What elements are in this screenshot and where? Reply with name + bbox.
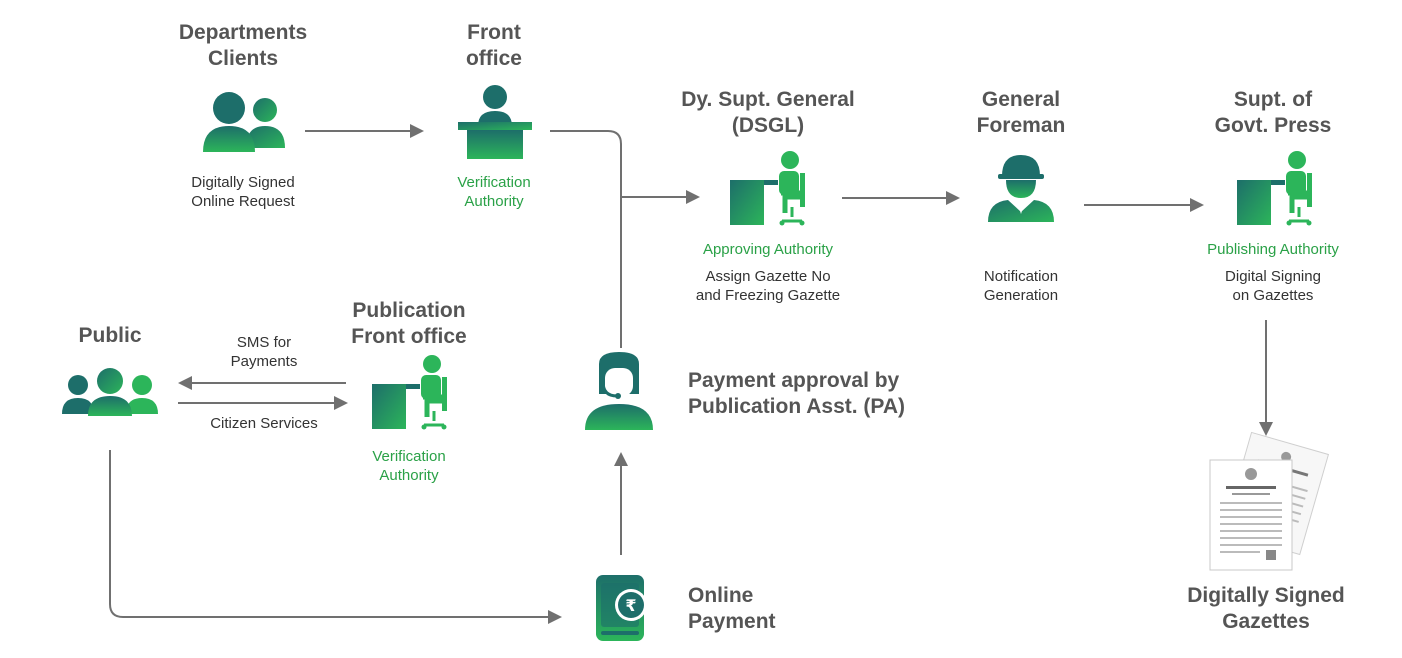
- engineer-icon: [988, 155, 1054, 222]
- foreman-description: Notification Generation: [983, 268, 1059, 304]
- publication-front-office-role: Verification Authority: [372, 448, 446, 484]
- users-icon: [203, 92, 285, 152]
- arrow-supt-to-gazettes: [1259, 320, 1273, 436]
- dsgl-title: Dy. Supt. General (DSGL): [681, 88, 855, 137]
- dsgl-role: Approving Authority: [702, 241, 834, 258]
- arrow-online-payment-to-approval: [614, 452, 628, 555]
- payment-approval-title: Payment approval by Publication Asst. (P…: [688, 369, 906, 418]
- front-office-title: Front office: [465, 21, 522, 70]
- rupee-wallet-icon: ₹: [596, 575, 647, 641]
- digitally-signed-gazettes-title: Digitally Signed Gazettes: [1187, 584, 1345, 633]
- workstation-icon: [372, 355, 447, 430]
- public-title: Public: [78, 324, 142, 347]
- departments-description: Digitally Signed Online Request: [191, 174, 295, 210]
- workstation-icon: [1237, 151, 1312, 226]
- supt-role: Publishing Authority: [1207, 241, 1339, 258]
- publication-front-office-title: Publication Front office: [351, 299, 467, 348]
- gazette-document-icon: [1209, 431, 1330, 571]
- group-icon: [62, 368, 158, 416]
- arrow-foreman-to-supt: [1084, 198, 1204, 212]
- arrow-citizen-services: [178, 396, 348, 410]
- desk-officer-icon: [458, 85, 532, 159]
- workstation-icon: [730, 151, 805, 226]
- dsgl-description: Assign Gazette No and Freezing Gazette: [695, 268, 841, 304]
- online-payment-title: Online Payment: [688, 584, 776, 633]
- arrow-front-office-to-dsgl: [550, 130, 700, 204]
- sms-for-payments-label: SMS for Payments: [230, 334, 298, 370]
- supt-title: Supt. of Govt. Press: [1214, 88, 1332, 137]
- arrow-departments-to-front-office: [305, 124, 424, 138]
- foreman-title: General Foreman: [976, 88, 1066, 137]
- arrow-public-to-online-payment: [109, 450, 562, 624]
- supt-description: Digital Signing on Gazettes: [1225, 268, 1321, 304]
- arrow-dsgl-to-foreman: [842, 191, 960, 205]
- support-agent-icon: [585, 352, 653, 430]
- front-office-role: Verification Authority: [457, 174, 531, 210]
- citizen-services-label: Citizen Services: [210, 415, 318, 432]
- svg-text:₹: ₹: [625, 596, 636, 615]
- departments-title: Departments Clients: [178, 21, 308, 70]
- arrow-sms-for-payments: [178, 376, 346, 390]
